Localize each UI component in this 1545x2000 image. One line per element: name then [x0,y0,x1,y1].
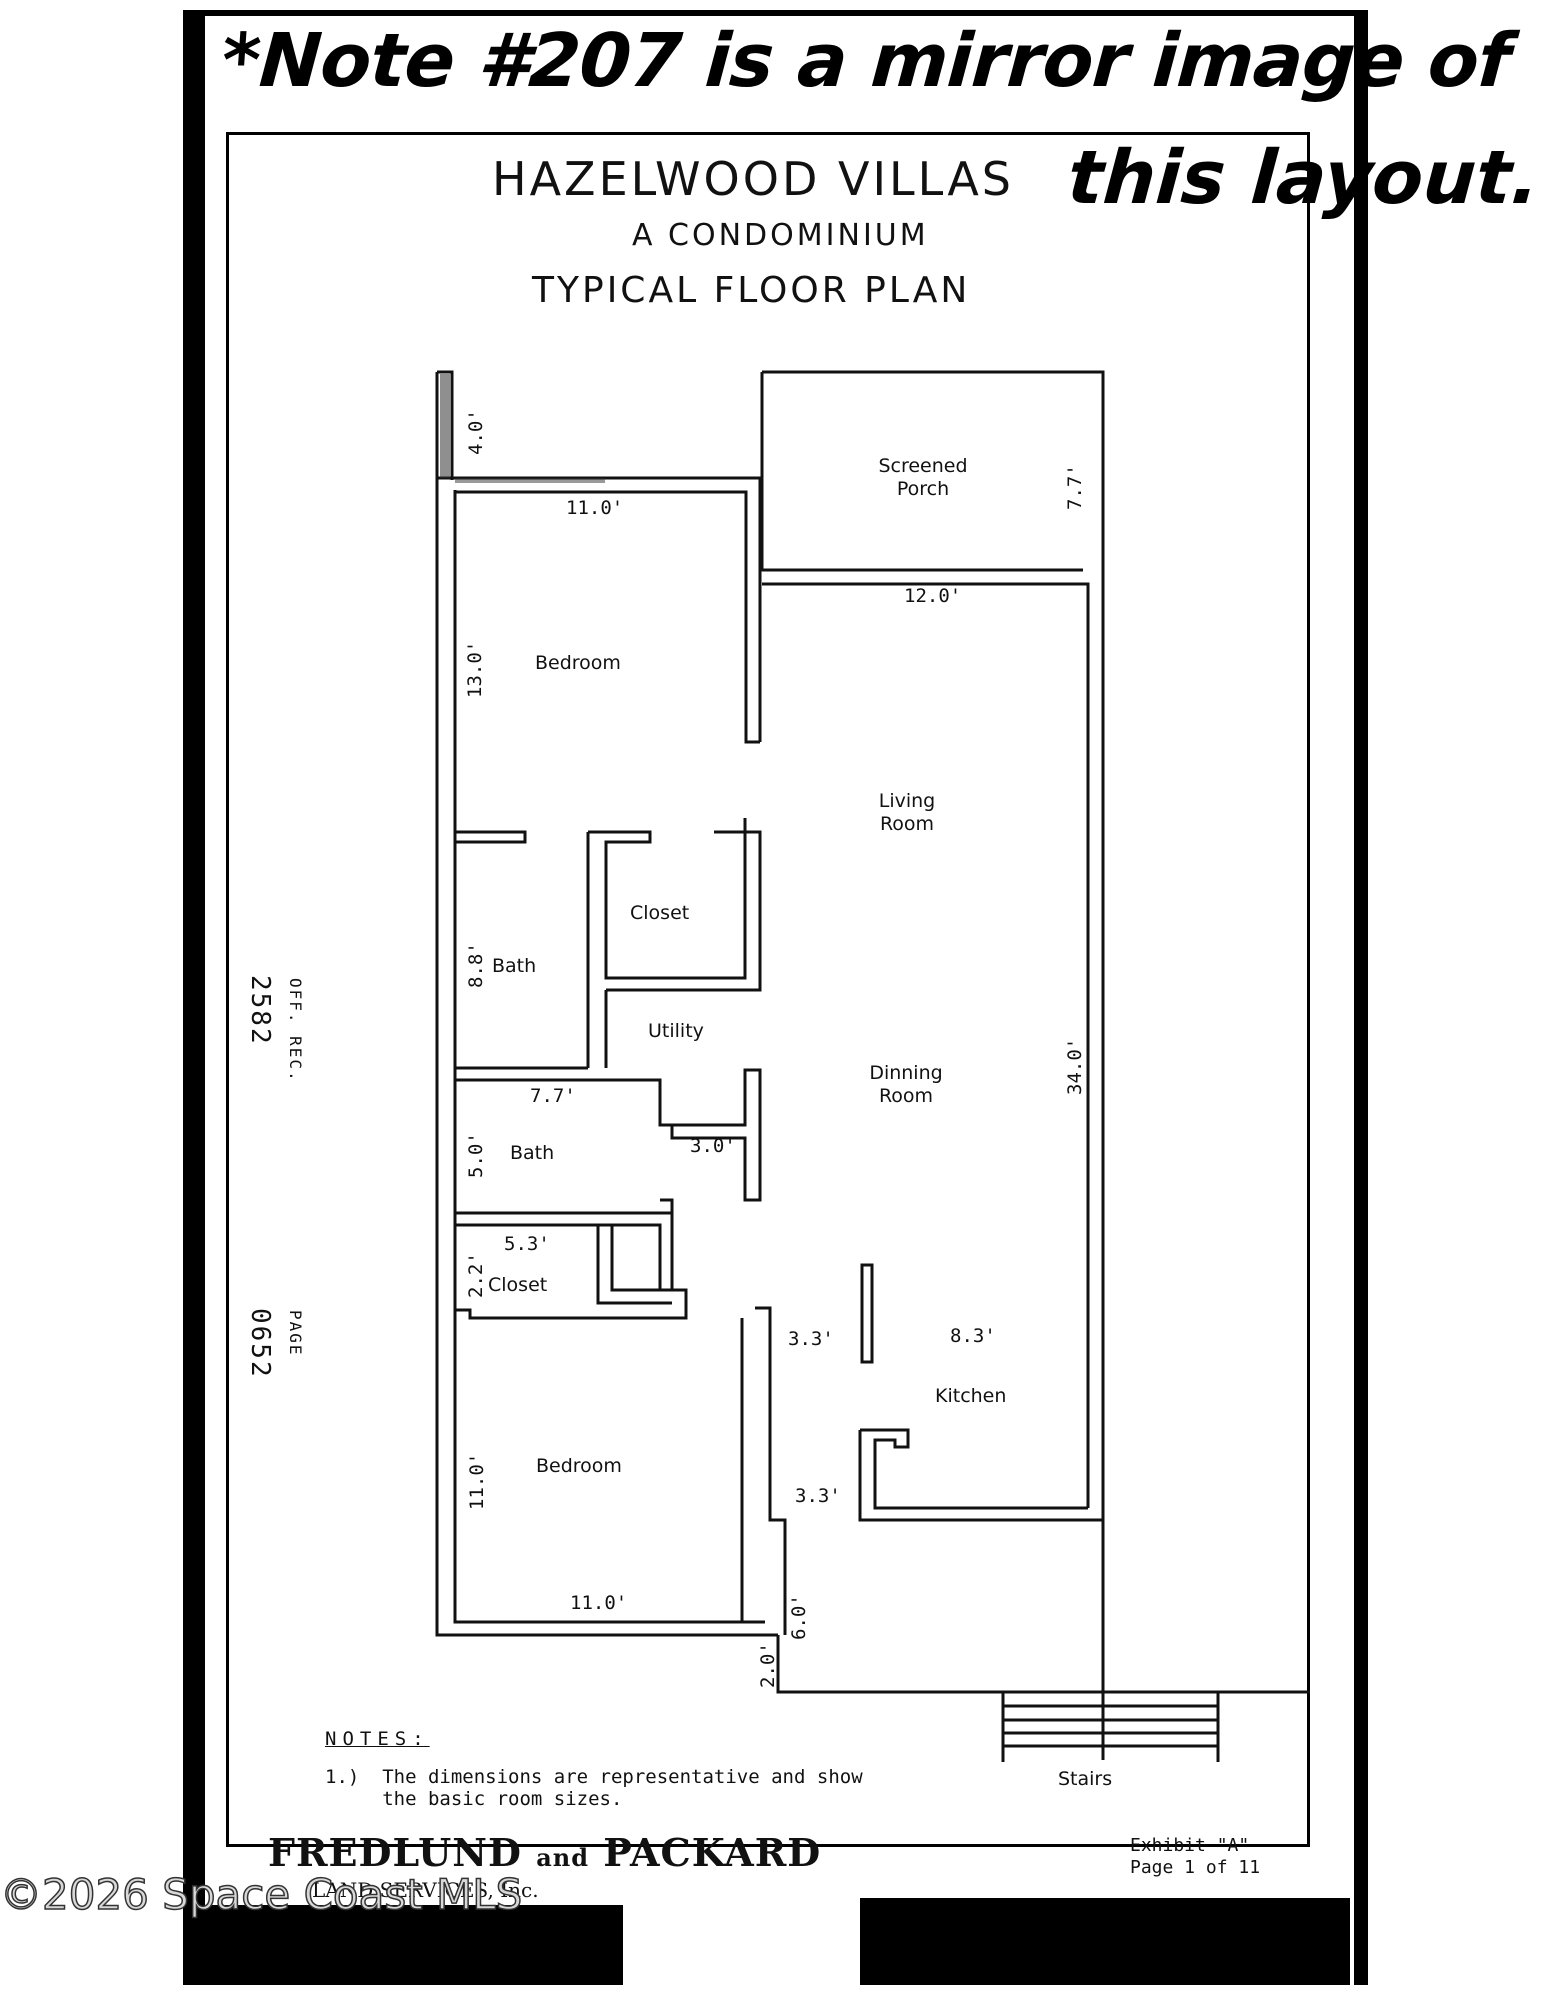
plan-heading: TYPICAL FLOOR PLAN [532,270,971,311]
label-bedroom-2: Bedroom [536,1455,622,1477]
wall-top-bedroom-inner [455,490,760,744]
mls-watermark: ©2026 Space Coast MLS [0,1869,523,1920]
dim-11-0-top: 11.0' [566,497,624,519]
firm-name-1: FREDLUND [268,1830,522,1875]
drawing-border [226,132,1310,1847]
exhibit-label: Exhibit "A" Page 1 of 11 [1130,1835,1261,1878]
firm-name: FREDLUND and PACKARD [268,1830,821,1875]
screened-porch-text: Screened Porch [878,455,968,500]
kitchen-counter [860,1263,874,1364]
dim-3-0: 3.0' [690,1135,736,1157]
dim-8-3: 8.3' [950,1325,996,1347]
balcony-hatch [440,374,605,483]
dim-13-0: 13.0' [464,640,486,698]
dim-4-0: 4.0' [465,409,487,455]
firm-subtitle: LAND SERVICES, Inc. [312,1878,539,1902]
wall-closet1 [588,818,747,980]
wall-kitchen [860,1428,1088,1510]
wall-left-inner [453,490,765,1624]
stairs-outline [1001,1692,1220,1762]
notes-item-1: 1.) The dimensions are representative an… [325,1766,863,1810]
page-label: PAGE [286,1310,305,1357]
plan-title: HAZELWOOD VILLAS [492,152,1014,206]
wall-bedroom1-bottom [455,830,527,844]
label-living-room: Living Room [878,790,936,835]
sheet-frame [183,10,1368,1985]
dim-5-3: 5.3' [504,1233,550,1255]
dim-3-3-b: 3.3' [795,1485,841,1507]
dim-8-8: 8.8' [465,942,487,988]
label-bath-1: Bath [492,955,537,977]
wall-balcony-left [437,370,454,480]
scan-edge-right [860,1898,1350,1985]
dim-7-7-bath: 7.7' [530,1085,576,1107]
firm-name-2: PACKARD [603,1830,822,1875]
dim-34-0: 34.0' [1064,1037,1086,1095]
off-rec-label: OFF. REC. [286,978,305,1083]
dim-7-7-porch: 7.7' [1064,464,1086,510]
off-rec-number: 2582 [245,975,275,1046]
wall-landing [776,1635,1310,1694]
notes-heading: NOTES: [325,1728,430,1750]
firm-name-and: and [536,1843,589,1872]
wall-left-outer [435,372,778,1637]
dim-5-0: 5.0' [465,1132,487,1178]
dim-6-0: 6.0' [788,1594,810,1640]
page-number: 0652 [245,1308,275,1379]
dim-2-2: 2.2' [465,1252,487,1298]
wall-closet2 [453,1225,688,1320]
dim-11-0-bottom: 11.0' [570,1592,628,1614]
dim-2-0: 2.0' [757,1642,779,1688]
plan-subtitle: A CONDOMINIUM [632,218,929,253]
label-closet-1: Closet [630,902,690,924]
label-stairs: Stairs [1058,1768,1113,1790]
dim-12-0: 12.0' [904,585,962,607]
label-screened-porch: Screened Porch [868,455,978,501]
wall-bath2-bottom [455,1198,674,1215]
label-utility: Utility [648,1020,704,1042]
wall-porch-bottom [760,372,1083,572]
dim-11-0-side: 11.0' [466,1452,488,1510]
wall-bedroom2-right [755,1306,787,1635]
scan-edge-left [183,1905,623,1985]
dim-3-3-a: 3.3' [788,1328,834,1350]
label-closet-2: Closet [488,1274,548,1296]
label-dinning-room: Dinning Room [869,1062,943,1107]
wall-porch-inner [762,582,1090,1508]
stairs-treads [1003,1704,1218,1748]
label-bedroom-1: Bedroom [535,652,621,674]
label-kitchen: Kitchen [935,1385,1007,1407]
label-bath-2: Bath [510,1142,555,1164]
